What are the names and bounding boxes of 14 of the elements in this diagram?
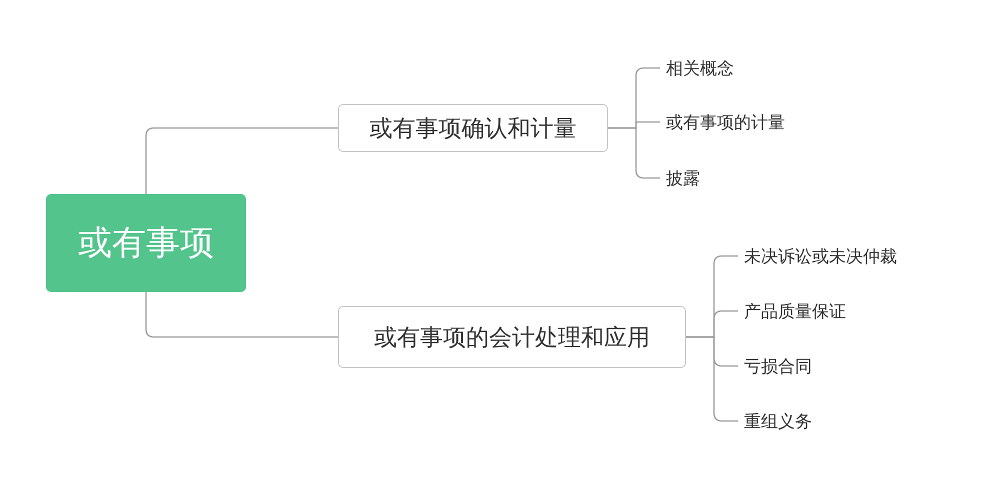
topic-box: 或有事项 [46,194,246,292]
leaf-text: 亏损合同 [744,354,864,378]
leaf-text: 未决诉讼或未决仲裁 [744,244,944,268]
leaf-text: 重组义务 [744,409,864,433]
leaf-text: 产品质量保证 [744,299,894,323]
branch-box: 或有事项确认和计量 [338,104,608,152]
connector-line [145,292,338,338]
connector-line [686,336,738,422]
leaf-text: 或有事项的计量 [666,110,826,134]
branch-box: 或有事项的会计处理和应用 [338,306,686,368]
leaf-text: 相关概念 [666,56,786,80]
connector-line [608,127,660,179]
leaf-text: 披露 [666,166,746,190]
connector-line [145,127,338,194]
